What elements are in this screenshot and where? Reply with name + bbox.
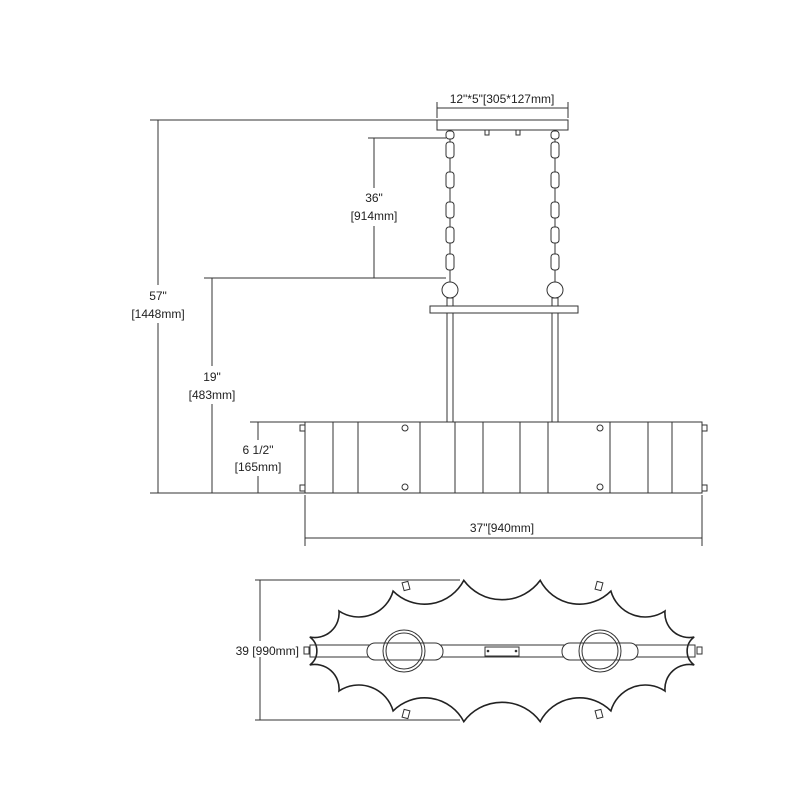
shade-top-view xyxy=(303,578,703,724)
shade-height-dimension: 6 1/2" [165mm] xyxy=(224,421,305,493)
body-height-imperial: 19" xyxy=(203,370,221,384)
chain-link xyxy=(445,171,455,189)
chain-link xyxy=(445,253,455,271)
hanging-bar xyxy=(429,281,579,423)
shade-height-metric: [165mm] xyxy=(235,460,282,474)
chain-link xyxy=(550,171,560,189)
canopy xyxy=(436,119,569,140)
shade-height-imperial: 6 1/2" xyxy=(243,443,274,457)
scalloped-outline xyxy=(309,578,695,724)
chain-link xyxy=(445,201,455,219)
canopy-dimension: 12"*5"[305*127mm] xyxy=(436,92,569,118)
chains xyxy=(445,139,560,282)
body-height-metric: [483mm] xyxy=(189,388,236,402)
chain-link xyxy=(445,226,455,244)
chain-length-metric: [914mm] xyxy=(351,209,398,223)
shade-side-view xyxy=(299,421,708,494)
depth-dimension: 39 [990mm] xyxy=(222,579,460,721)
chain-length-imperial: 36" xyxy=(365,191,383,205)
overall-height-metric: [1448mm] xyxy=(131,307,184,321)
width-dimension: 37"[940mm] xyxy=(304,495,703,546)
overall-height-imperial: 57" xyxy=(149,289,167,303)
chain-length-dimension: 36" [914mm] xyxy=(204,137,446,279)
chain-link xyxy=(550,226,560,244)
chain-link xyxy=(550,141,560,159)
depth-label: 39 [990mm] xyxy=(236,644,299,658)
chain-link xyxy=(445,141,455,159)
canopy-dimension-label: 12"*5"[305*127mm] xyxy=(450,92,555,106)
body-height-dimension: 19" [483mm] xyxy=(176,278,248,493)
overall-height-dimension: 57" [1448mm] xyxy=(115,119,437,494)
chain-link xyxy=(550,253,560,271)
chain-link xyxy=(550,201,560,219)
width-label: 37"[940mm] xyxy=(470,521,534,535)
